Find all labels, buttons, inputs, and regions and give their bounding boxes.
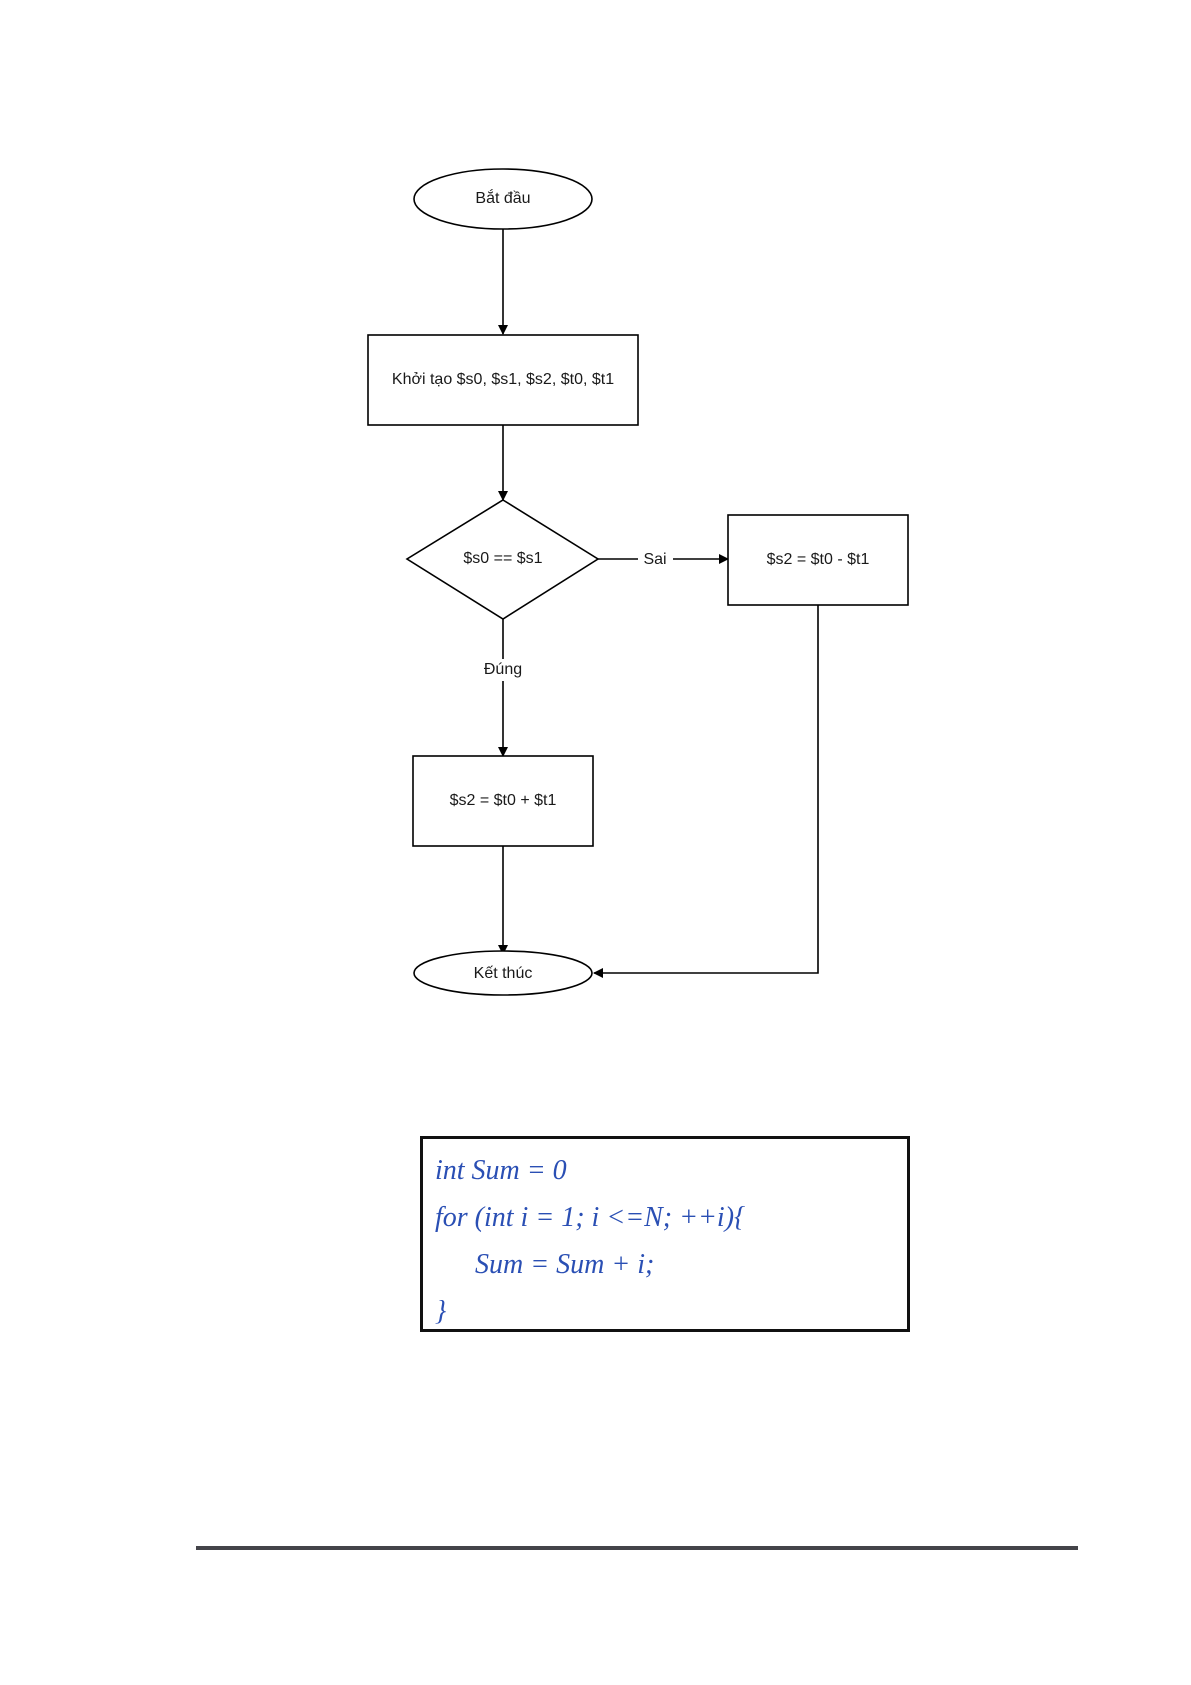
arrow-false-branch-to-end [594,605,818,973]
false-branch-label: $s2 = $t0 - $t1 [767,551,870,568]
code-line: for (int i = 1; i <=N; ++i){ [435,1194,895,1241]
init-label: Khởi tạo $s0, $s1, $s2, $t0, $t1 [392,371,614,388]
condition-label: $s0 == $s1 [463,550,542,567]
code-line: int Sum = 0 [435,1147,895,1194]
code-line: Sum = Sum + i; [435,1241,895,1288]
flowchart: Bắt đầu Khởi tạo $s0, $s1, $s2, $t0, $t1… [0,0,1191,1080]
code-line: } [435,1288,895,1335]
code-snippet-box: int Sum = 0 for (int i = 1; i <=N; ++i){… [420,1136,910,1332]
start-label: Bắt đầu [475,188,530,207]
true-branch-label: $s2 = $t0 + $t1 [450,792,557,809]
false-edge-label: Sai [643,551,666,568]
footer-divider [196,1546,1078,1550]
true-edge-label: Đúng [484,661,522,678]
end-label: Kết thúc [474,965,533,982]
